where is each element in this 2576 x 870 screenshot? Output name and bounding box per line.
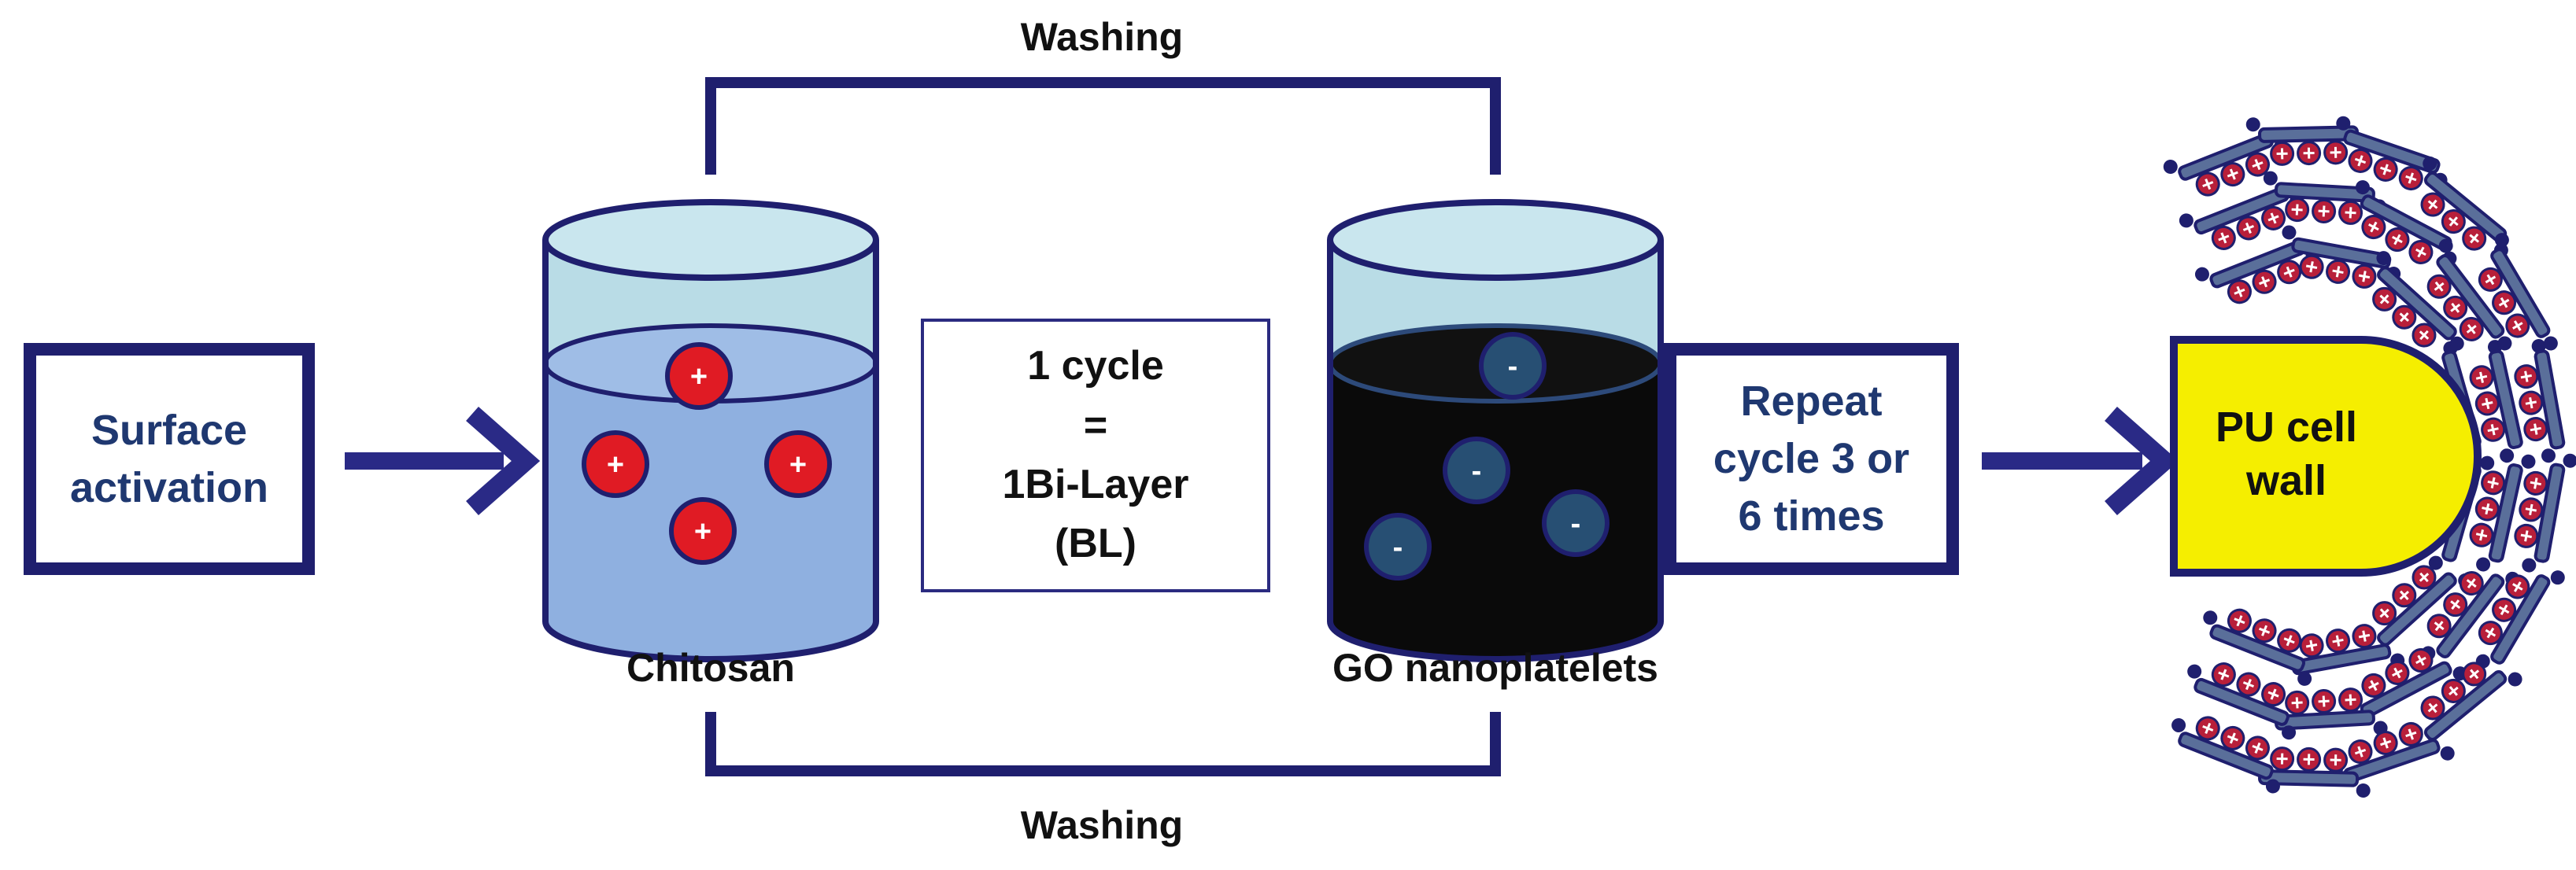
positive-charge-particle: + <box>669 497 737 565</box>
go-platelet <box>2372 251 2458 356</box>
washing-top-connector <box>705 77 1501 175</box>
positive-charge-particle: + <box>582 430 649 498</box>
pu-cell-wall <box>2170 336 2482 577</box>
svg-text:-: - <box>1393 531 1403 564</box>
go-platelet <box>2187 662 2297 740</box>
arrow-repeat-to-pu <box>1982 407 2179 515</box>
chitosan-beaker: + + + + <box>542 199 879 662</box>
go-platelet <box>2336 116 2448 191</box>
go-platelet <box>2246 747 2371 798</box>
negative-charge-particle: - <box>1364 513 1432 581</box>
go-nanoplatelets-label: GO nanoplatelets <box>1332 646 1658 690</box>
svg-text:+: + <box>789 448 807 481</box>
go-platelet <box>2514 336 2566 463</box>
chitosan-beaker-outline <box>542 240 879 662</box>
go-beaker-rim <box>1327 199 1664 281</box>
go-platelet <box>2179 186 2304 250</box>
negative-charge-particle: - <box>1542 489 1610 557</box>
go-platelet <box>2469 336 2523 463</box>
go-platelet <box>2514 453 2576 573</box>
go-platelet <box>2475 570 2565 669</box>
svg-text:-: - <box>1508 350 1518 383</box>
go-liquid <box>1330 363 1661 659</box>
repeat-cycle-box: Repeat cycle 3 or 6 times <box>1664 343 1959 575</box>
arrow-surface-to-chitosan <box>345 407 541 515</box>
go-platelet <box>2408 662 2522 742</box>
svg-text:+: + <box>607 448 624 481</box>
negative-charge-particle: - <box>1479 332 1547 400</box>
positive-charge-particle: + <box>764 430 832 498</box>
chitosan-label: Chitosan <box>626 646 795 690</box>
washing-bottom-connector <box>705 712 1501 776</box>
go-platelet <box>2171 716 2280 794</box>
go-platelet <box>2194 240 2320 304</box>
go-platelet <box>2426 238 2505 355</box>
washing-top-label: Washing <box>1020 15 1184 59</box>
pu-cell-wall-label: PU cell wall <box>2215 404 2358 504</box>
cycle-box: 1 cycle = 1Bi-Layer (BL) <box>921 319 1270 592</box>
go-beaker-outline <box>1327 240 1664 662</box>
go-beaker: - - - - <box>1327 199 1664 662</box>
pu-cell-wall-coated <box>2163 116 2576 798</box>
go-platelet <box>2263 171 2387 225</box>
svg-text:-: - <box>1472 455 1482 488</box>
go-platelet <box>2478 233 2551 354</box>
go-platelet <box>2421 571 2520 661</box>
chitosan-beaker-rim <box>542 199 879 281</box>
washing-bottom-label: Washing <box>1020 803 1184 847</box>
svg-text:+: + <box>690 360 708 393</box>
surface-activation-box: Surface activation <box>24 343 315 575</box>
negative-charge-particle: - <box>1443 437 1510 504</box>
go-platelet <box>2203 608 2312 686</box>
svg-text:-: - <box>1571 507 1581 540</box>
svg-text:+: + <box>694 515 711 548</box>
positive-charge-particle: + <box>665 342 733 410</box>
go-platelet <box>2469 454 2536 572</box>
